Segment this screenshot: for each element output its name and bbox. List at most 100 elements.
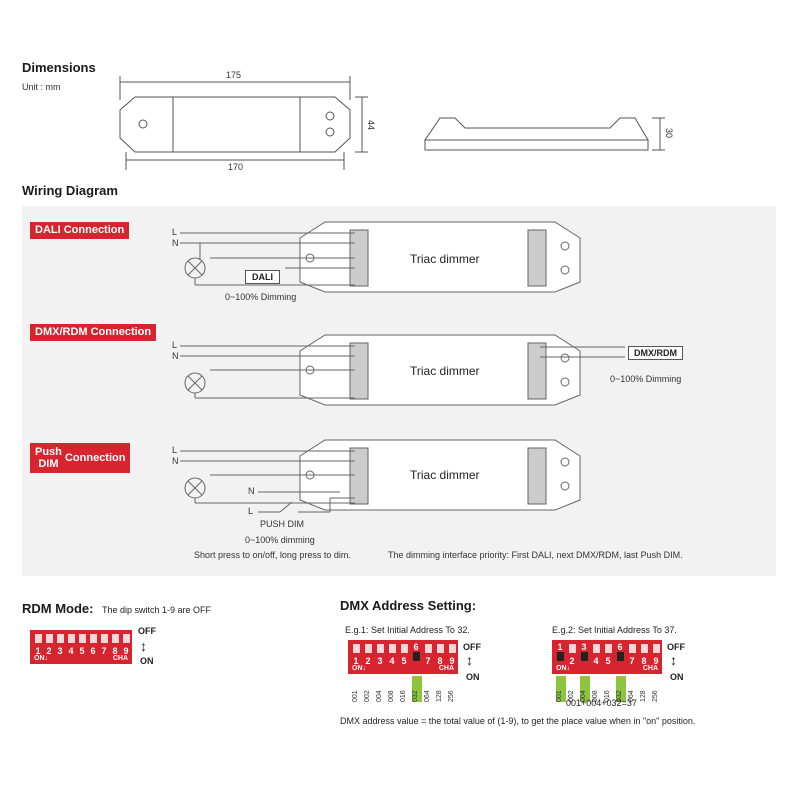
dip-value-label: 128 [640, 690, 647, 702]
push-dimming-label: 0~100% dimming [245, 535, 315, 545]
unit-label: Unit : mm [22, 82, 61, 92]
dip-value-label: 008 [388, 690, 395, 702]
push-l-label: L [172, 445, 178, 455]
dip-on-label: ON↓ [556, 665, 570, 672]
dip-switch-number: 5 [401, 656, 407, 666]
rdm-title: RDM Mode: [22, 601, 94, 616]
bottom-width-label: 170 [228, 162, 244, 172]
dip-value-label: 256 [448, 690, 455, 702]
dip-switch-number: 9 [449, 656, 455, 666]
push-tag-rest: Connection [64, 452, 126, 464]
push-tag-line1: Push [35, 446, 62, 458]
dip-cha-label: CHA [642, 665, 658, 672]
dip-switch-number: 7 [425, 656, 431, 666]
dip-switch-slot [581, 652, 588, 661]
dip-switch-number: 1 [35, 646, 41, 656]
eg2-sum: 001+004+032=37 [566, 698, 637, 708]
eg2-label: E.g.2: Set Initial Address To 37. [552, 625, 677, 635]
dip-switch-slot [413, 652, 420, 661]
dip-switch-slot [401, 644, 408, 653]
dip-switch-slot [57, 634, 64, 643]
dali-device-label: Triac dimmer [410, 252, 480, 266]
dip-switch-number: 8 [112, 646, 118, 656]
dip-value-label: 256 [652, 690, 659, 702]
dip-switch-number: 4 [389, 656, 395, 666]
dip-switch-number: 9 [653, 656, 659, 666]
dali-n-label: N [172, 238, 179, 248]
dali-dimming-label: 0~100% Dimming [225, 292, 297, 302]
wiring-title: Wiring Diagram [22, 183, 118, 198]
dip-value-label: 032 [412, 676, 422, 702]
priority-note: The dimming interface priority: First DA… [388, 550, 683, 560]
dip-value-label: 001 [556, 676, 566, 702]
rdm-off-label: OFF [138, 626, 156, 636]
dip-switch-slot [389, 644, 396, 653]
push-device-label: Triac dimmer [410, 468, 480, 482]
dip-switch-slot [605, 644, 612, 653]
dip-switch-slot [653, 644, 660, 653]
push-note: Short press to on/off, long press to dim… [194, 550, 351, 560]
dip-switch-number: 7 [101, 646, 107, 656]
dip-switch-number: 8 [437, 656, 443, 666]
dip-switch-slot [593, 644, 600, 653]
dmx-n-label: N [172, 351, 179, 361]
dip-switch-slot [449, 644, 456, 653]
dip-on-label: ON↓ [34, 655, 48, 662]
eg1-label: E.g.1: Set Initial Address To 32. [345, 625, 470, 635]
eg2-on-label: ON [670, 672, 684, 682]
dip-switch-number: 4 [593, 656, 599, 666]
dip-value-label: 001 [352, 690, 359, 702]
push-n2-label: N [248, 486, 255, 496]
dip-switch-number: 3 [57, 646, 63, 656]
dip-switch-slot [629, 644, 636, 653]
dip-switch-number: 7 [629, 656, 635, 666]
push-tag-line2: DIM [38, 458, 59, 470]
top-width-label: 175 [226, 70, 242, 80]
dip-switch-slot [79, 634, 86, 643]
dmx-address-note: DMX address value = the total value of (… [340, 716, 696, 726]
dip-switch-number: 5 [605, 656, 611, 666]
dip-switch-slot [123, 634, 130, 643]
eg2-arrow-icon: ↕ [670, 652, 677, 668]
dip-value-label: 128 [436, 690, 443, 702]
dip-switch-number: 3 [581, 642, 587, 652]
dip-cha-label: CHA [112, 655, 128, 662]
dip-value-label: 016 [400, 690, 407, 702]
dip-switch-number: 6 [413, 642, 419, 652]
push-l2-label: L [248, 506, 254, 516]
push-dim-connection-tag: Push DIM Connection [30, 443, 131, 473]
eg1-arrow-icon: ↕ [466, 652, 473, 668]
dip-switch-slot [68, 634, 75, 643]
rdm-title-row: RDM Mode: The dip switch 1-9 are OFF [22, 600, 211, 618]
dip-switch-slot [377, 644, 384, 653]
dip-switch-number: 9 [123, 646, 129, 656]
dip-switch-slot [101, 634, 108, 643]
eg2-off-label: OFF [667, 642, 685, 652]
dip-switch-slot [641, 644, 648, 653]
dip-switch-number: 4 [68, 646, 74, 656]
dip-switch-number: 8 [641, 656, 647, 666]
dmx-rdm-connection-tag: DMX/RDM Connection [30, 324, 157, 341]
dip-value-label: 004 [376, 690, 383, 702]
dip-switch-slot [437, 644, 444, 653]
dip-value-label: 064 [424, 690, 431, 702]
push-dim-switch-label: PUSH DIM [260, 519, 305, 529]
dali-connection-tag: DALI Connection [30, 222, 130, 239]
dip-on-label: ON↓ [352, 665, 366, 672]
dip-cha-label: CHA [438, 665, 454, 672]
dmx-rdm-box: DMX/RDM [628, 346, 683, 360]
dip-switch-number: 6 [617, 642, 623, 652]
eg1-off-label: OFF [463, 642, 481, 652]
dimensions-title: Dimensions [22, 60, 96, 75]
dip-switch-number: 1 [557, 642, 563, 652]
dip-switch-number: 2 [569, 656, 575, 666]
dali-l-label: L [172, 227, 178, 237]
dmx-device-label: Triac dimmer [410, 364, 480, 378]
dip-switch-number: 3 [377, 656, 383, 666]
dip-switch-slot [365, 644, 372, 653]
